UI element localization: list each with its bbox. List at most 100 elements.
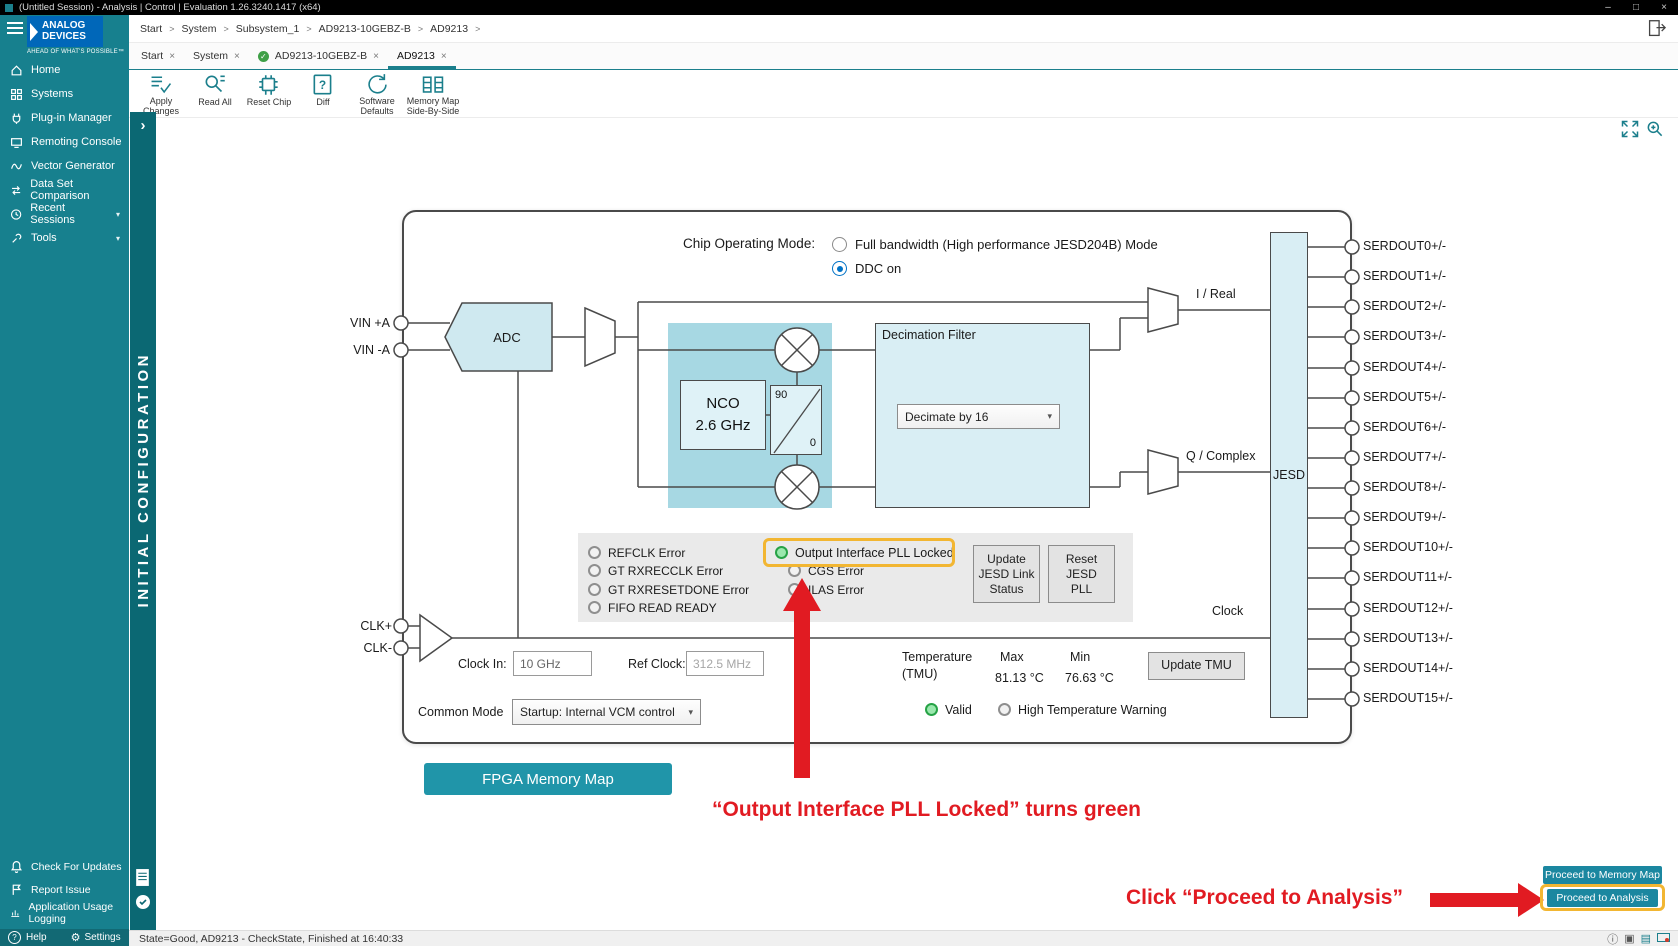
breadcrumb-chip[interactable]: AD9213 [430,22,469,35]
decimation-select[interactable]: Decimate by 16 ▾ [897,404,1060,429]
sidebar-item-label: Data Set Comparison [30,178,90,202]
tool-label: Apply Changes [142,96,180,117]
diff-icon: ? [313,74,332,95]
fit-to-screen-icon[interactable] [1620,119,1640,139]
sidebar-item-tools[interactable]: Tools ▾ [0,226,129,250]
radio-ddc-on[interactable]: DDC on [832,261,901,276]
jesd-label: JESD [1273,468,1305,482]
apply-changes-icon [151,76,172,94]
led-label: Output Interface PLL Locked [795,545,954,560]
serdout-label: SERDOUT3+/- [1363,329,1447,343]
sidebar-item-application-usage-logging[interactable]: Application Usage Logging [0,901,129,925]
help-icon: ? [8,931,21,944]
sidebar-item-recent-sessions[interactable]: Recent Sessions ▾ [0,202,129,226]
clock-in-input[interactable] [513,651,592,676]
tab-close-icon[interactable]: × [440,50,447,62]
diff-button[interactable]: ? Diff [296,70,350,117]
jesd-block: JESD [1270,232,1308,718]
serdout-label: SERDOUT0+/- [1363,239,1447,253]
reset-chip-button[interactable]: Reset Chip [242,70,296,117]
breadcrumb-start[interactable]: Start [140,22,163,35]
sidebar-item-report-issue[interactable]: Report Issue [0,878,129,901]
proceed-to-analysis-highlight-box [1540,884,1665,911]
brand-line2: DEVICES [42,30,86,42]
fpga-memory-map-button[interactable]: FPGA Memory Map [424,763,672,795]
tab-ad9213[interactable]: AD9213 × [388,43,456,69]
sidebar-item-home[interactable]: Home [0,58,129,82]
nco-line1: NCO [706,395,740,413]
sidebar-item-label: Home [31,64,61,76]
radio-full-bandwidth[interactable]: Full bandwidth (High performance JESD204… [832,237,1158,252]
led-refclk-error: REFCLK Error [588,546,685,560]
serdout-label: SERDOUT12+/- [1363,601,1453,615]
led-label: GT RXRECCLK Error [608,563,724,578]
tab-label: Start [141,50,164,62]
sidebar-item-label: Tools [31,232,57,244]
zoom-icon[interactable] [1645,119,1665,139]
update-jesd-link-status-button[interactable]: Update JESD Link Status [973,545,1040,603]
close-button[interactable]: × [1661,2,1667,13]
info-icon[interactable]: ⓘ [1607,933,1619,946]
tab-label: AD9213-10GEBZ-B [274,50,368,62]
minimize-button[interactable]: – [1605,2,1611,13]
proceed-to-analysis-button[interactable]: Proceed to Analysis [1547,889,1658,907]
help-button[interactable]: ? Help [0,931,47,944]
sidebar-item-remoting-console[interactable]: Remoting Console [0,130,129,154]
memory-map-side-by-side-button[interactable]: Memory Map Side-By-Side [404,70,462,117]
sidebar-item-vector-generator[interactable]: Vector Generator [0,154,129,178]
hamburger-menu-icon[interactable] [7,22,23,34]
reset-chip-icon [259,75,278,95]
common-mode-select-value: Startup: Internal VCM control [520,705,675,719]
decimation-filter-title: Decimation Filter [882,328,976,342]
tab-system[interactable]: System × [184,43,249,69]
sidebar-item-check-for-updates[interactable]: Check For Updates [0,855,129,878]
sidebar-footer: ? Help ⚙ Settings [0,929,129,946]
read-all-button[interactable]: Read All [188,70,242,117]
tab-start[interactable]: Start × [132,43,184,69]
tab-close-icon[interactable]: × [169,50,176,62]
tab-close-icon[interactable]: × [234,50,240,62]
sidebar-item-plugin-manager[interactable]: Plug-in Manager [0,106,129,130]
check-circle-icon[interactable] [135,894,151,910]
update-tmu-button[interactable]: Update TMU [1148,652,1245,680]
sidebar-item-label: Systems [31,88,74,100]
led-cgs-error: CGS Error [788,564,864,578]
document-icon[interactable] [135,868,150,887]
sidebar-item-systems[interactable]: Systems [0,82,129,106]
chevron-down-icon: ▾ [688,706,693,717]
settings-button[interactable]: ⚙ Settings [71,931,121,944]
clk-plus-label: CLK+ [360,619,392,633]
grid-icon[interactable]: ▤ [1640,933,1651,945]
radio-icon-selected[interactable] [832,261,847,276]
reset-jesd-pll-button[interactable]: Reset JESD PLL [1048,545,1115,603]
led-indicator [588,564,601,577]
serdout-label: SERDOUT14+/- [1363,661,1453,675]
apply-changes-button[interactable]: Apply Changes [134,70,188,117]
monitor-icon[interactable]: ▣ [1624,933,1635,945]
expand-panel-arrow[interactable]: › [140,116,146,134]
breadcrumb-board[interactable]: AD9213-10GEBZ-B [318,22,411,35]
led-indicator [998,703,1011,716]
tool-label: Software Defaults [359,96,395,117]
led-fifo-read-ready: FIFO READ READY [588,601,717,615]
common-mode-select[interactable]: Startup: Internal VCM control ▾ [512,699,701,725]
memory-map-icon [422,76,444,93]
export-session-icon[interactable] [1646,19,1667,38]
proceed-to-memory-map-button[interactable]: Proceed to Memory Map [1543,866,1662,884]
adi-triangle-icon [30,22,38,41]
tab-close-icon[interactable]: × [373,50,379,62]
software-defaults-button[interactable]: Software Defaults [350,70,404,117]
waveform-icon [11,163,22,169]
maximize-button[interactable]: □ [1632,2,1640,13]
remote-display-icon[interactable] [1657,933,1670,944]
breadcrumb-separator: > [475,23,481,34]
tab-board[interactable]: ✓ AD9213-10GEBZ-B × [249,43,388,69]
breadcrumb-system[interactable]: System [181,22,217,35]
home-icon [11,64,22,75]
ref-clock-input[interactable] [686,651,764,676]
breadcrumb-separator: > [417,23,424,34]
sidebar-item-data-set-comparison[interactable]: Data Set Comparison [0,178,129,202]
breadcrumb-subsystem[interactable]: Subsystem_1 [235,22,300,35]
radio-icon[interactable] [832,237,847,252]
